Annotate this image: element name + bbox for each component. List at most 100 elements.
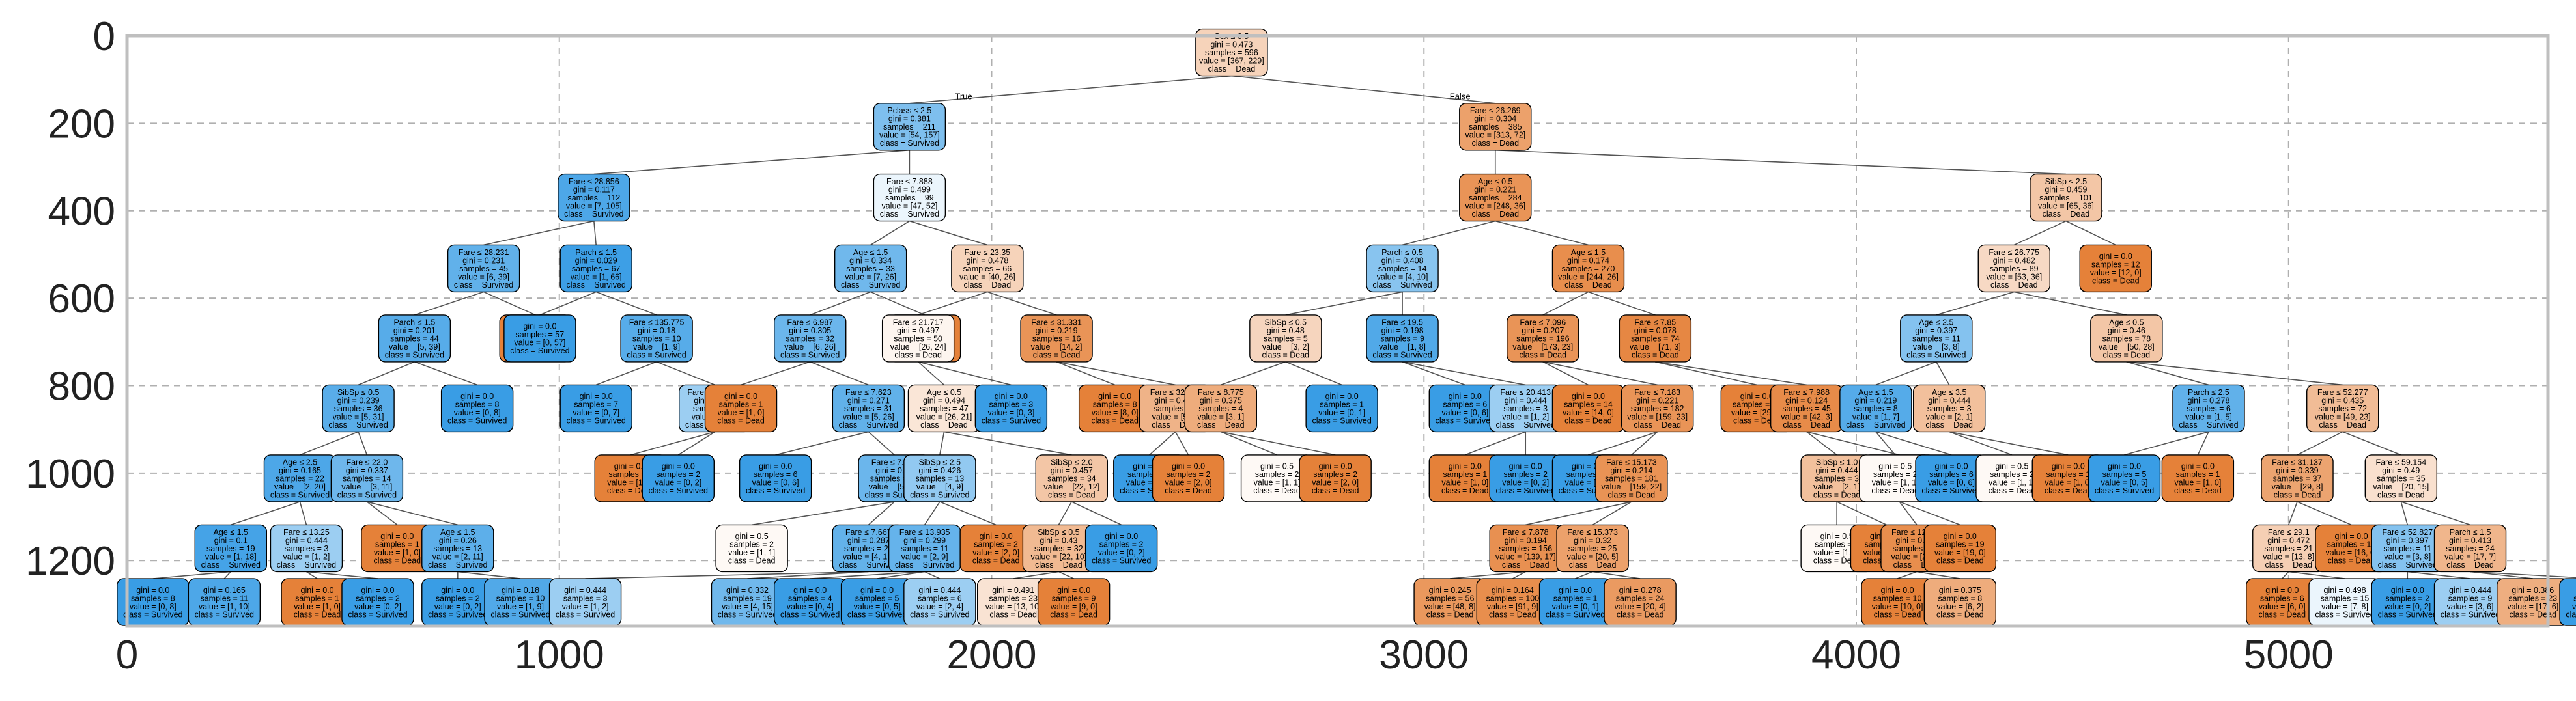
tree-node-text: value = [20, 15]	[2373, 482, 2429, 491]
tree-node-text: samples = 2	[656, 470, 700, 479]
tree-node-text: class = Dead	[1564, 281, 1612, 290]
tree-node-text: class = Dead	[2103, 350, 2151, 359]
tree-node-text: Parch ≤ 0.5	[1381, 248, 1423, 257]
tree-node-text: samples = 3	[563, 594, 608, 603]
tree-node-text: gini = 0.444	[1816, 466, 1858, 475]
tree-node-text: samples = 56	[1426, 594, 1475, 603]
tree-node-text: samples = 1	[1553, 594, 1598, 603]
tree-node-text: gini = 0.397	[2386, 536, 2429, 545]
tree-node-box	[503, 314, 576, 363]
tree-node-box	[1507, 314, 1579, 363]
tree-node-text: samples = 32	[1034, 544, 1083, 553]
tree-edge	[1512, 571, 1526, 579]
tree-edge	[2288, 571, 2345, 579]
tree-node-text: gini = 0.0	[1572, 392, 1605, 401]
tree-node-text: class = Dead	[2377, 490, 2425, 499]
tree-node-text: gini = 0.397	[1915, 326, 1957, 335]
tree-node-text: value = [1, 18]	[205, 552, 257, 561]
x-tick-label: 1000	[515, 633, 604, 678]
tree-edge	[1836, 501, 1887, 526]
tree-node-text: class = Dead	[894, 350, 942, 359]
tree-node-text: class = Survived	[348, 610, 407, 619]
tree-node-text: class = Survived	[270, 490, 330, 499]
tree-node-text: Fare ≤ 26.269	[1470, 106, 1521, 115]
tree-node-text: samples = 25	[1568, 544, 1617, 553]
tree-node-text: samples = 7	[574, 400, 618, 409]
tree-edge	[1542, 361, 1658, 386]
tree-edge	[2407, 571, 2470, 579]
tree-node-text: samples = 47	[920, 404, 969, 413]
tree-edge	[870, 220, 910, 246]
tree-node-text: gini = 0.0	[460, 392, 494, 401]
tree-node-text: samples = 596	[1205, 48, 1258, 57]
tree-node-text: samples = 11	[200, 594, 248, 603]
tree-edge	[2297, 501, 2352, 526]
tree-node-text: samples = 8	[1854, 404, 1898, 413]
tree-node-text: samples = 2	[1815, 540, 1859, 549]
tree-node-text: samples = 10	[496, 594, 545, 603]
tree-node-box	[2161, 454, 2235, 502]
tree-node-text: gini = 0.49	[2382, 466, 2420, 475]
tree-node-text: class = Survived	[556, 610, 615, 619]
tree-node-box	[194, 524, 267, 573]
tree-node-text: value = [1, 1]	[1254, 478, 1301, 488]
tree-node-text: Fare ≤ 8.775	[1198, 388, 1244, 397]
tree-node-text: value = [1, 10]	[199, 602, 250, 611]
tree-node-text: value = [20, 4]	[1615, 602, 1666, 611]
tree-node-text: value = [1, 0]	[374, 548, 421, 557]
tree-node-text: class = Dead	[1426, 610, 1474, 619]
tree-edge	[595, 361, 657, 386]
tree-edge	[1285, 291, 1403, 316]
y-tick-label: 0	[93, 14, 115, 59]
tree-node-box	[1195, 28, 1268, 77]
tree-node-text: value = [3, 11]	[341, 482, 392, 491]
tree-node-text: gini = 0.482	[1993, 256, 2035, 265]
tree-node-text: value = [6, 26]	[784, 342, 836, 351]
tree-node-text: value = [0, 4]	[787, 602, 834, 611]
tree-node-text: gini = 0.304	[1474, 115, 1516, 124]
tree-edge	[1899, 501, 1960, 526]
tree-node-box	[620, 314, 693, 363]
tree-node-text: gini = 0.0	[361, 586, 394, 595]
tree-node-text: gini = 0.117	[573, 186, 615, 195]
tree-node-text: samples = 1	[2573, 594, 2576, 603]
tree-node-text: gini = 0.43	[1040, 536, 1077, 545]
tree-node-text: class = Survived	[1372, 281, 1432, 290]
tree-node-text: gini = 0.48	[1267, 326, 1305, 335]
tree-node-text: value = [0, 6]	[752, 478, 799, 488]
tree-node-text: Fare ≤ 13.935	[899, 528, 950, 537]
tree-node-text: samples = 13	[433, 544, 482, 553]
tree-node-text: Parch ≤ 1.5	[575, 248, 617, 257]
tree-node-text: gini = 0.332	[726, 586, 769, 595]
tree-node-text: gini = 0.0	[2052, 462, 2085, 471]
tree-node-text: gini = 0.0	[662, 462, 695, 471]
tree-node-box	[1839, 384, 1912, 433]
tree-node-text: value = [244, 26]	[1558, 272, 1619, 281]
tree-node-text: class = Survived	[718, 610, 777, 619]
tree-node-text: value = [2, 0]	[1165, 478, 1212, 488]
tree-node-text: value = [53, 36]	[1986, 272, 2042, 281]
tree-node-text: gini = 0.0	[1172, 462, 1205, 471]
tree-node-text: class = Survived	[123, 610, 182, 619]
tree-node-text: class = Survived	[385, 350, 444, 359]
tree-node-text: class = Dead	[1564, 417, 1612, 426]
tree-node-text: gini = 0.408	[1381, 256, 1424, 265]
tree-node-text: gini = 0.207	[1522, 326, 1564, 335]
tree-edge	[924, 571, 941, 579]
tree-node-text: value = [2, 1]	[1926, 412, 1973, 421]
tree-edges	[152, 75, 2576, 579]
tree-node-text: gini = 0.299	[903, 536, 946, 545]
tree-node-text: value = [1, 0]	[2174, 478, 2221, 488]
